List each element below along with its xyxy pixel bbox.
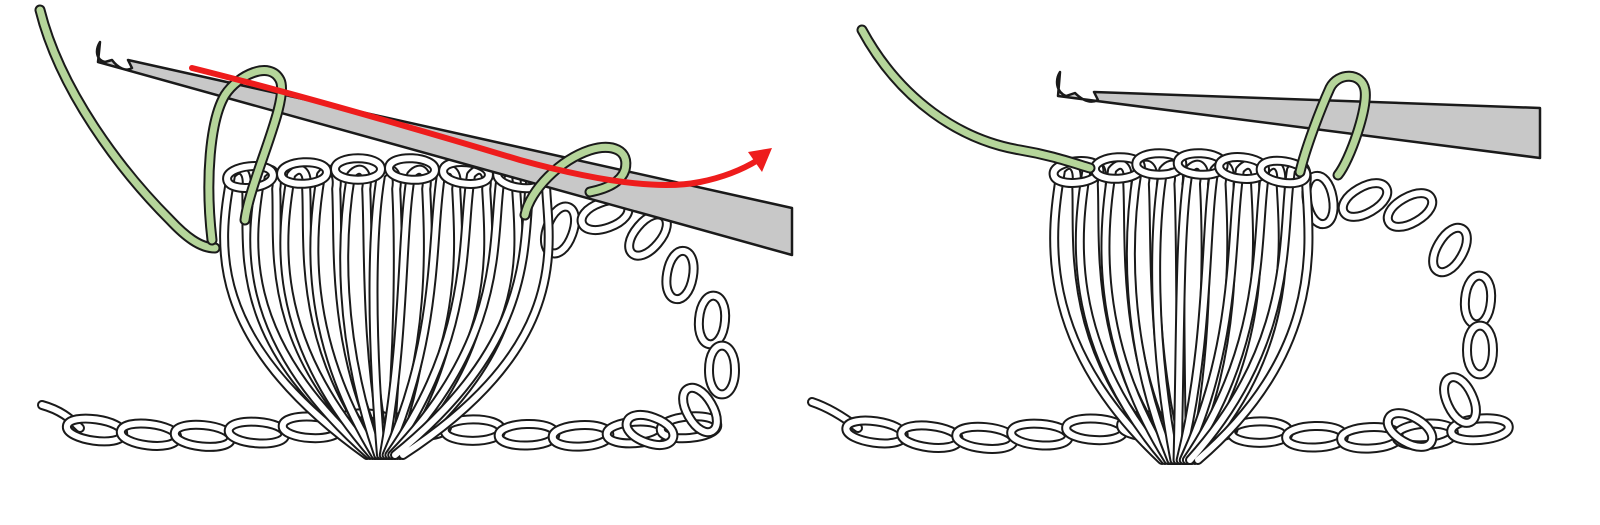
chain-stitch-5-outline-fill: [1063, 415, 1127, 444]
left-puff-top-loop-4: [384, 153, 440, 185]
chain-loop-arch: [1301, 171, 1498, 452]
puff-stitch: [219, 153, 554, 460]
arch-chain-4-outline-fill: [1430, 224, 1470, 276]
left-puff-top-loop-1-outline-fill: [224, 163, 276, 191]
arch-chain-6: [1462, 320, 1498, 380]
crochet-hook: [95, 40, 794, 257]
chain-stitch-10: [547, 420, 615, 452]
left-puff-top-loop-5-outline-fill: [440, 159, 492, 187]
left-puff-top-loop-2: [276, 157, 332, 189]
chain-stitch-9-outline-fill: [1283, 423, 1347, 451]
chain-stitch-5: [1061, 413, 1129, 446]
chain-stitch-4: [223, 416, 291, 449]
arch-chain-5-outline-fill: [1462, 272, 1494, 328]
arch-chain-8-outline-fill: [1384, 410, 1436, 450]
pull-through-arrow: [189, 65, 772, 188]
arch-chain-3: [1382, 188, 1438, 232]
chain-stitch-10-outline-fill: [549, 422, 613, 450]
crochet-hook: [1055, 70, 1542, 160]
chain-stitch-2: [896, 420, 964, 453]
right-puff-top-loop-6-outline-fill: [1257, 157, 1310, 187]
chain-stitch-4-outline-fill: [1008, 420, 1072, 449]
working-yarn: [34, 4, 221, 254]
arch-chain-7: [678, 382, 722, 438]
puff-stitch: [1048, 148, 1314, 465]
left-puff-top-loop-3-outline-fill: [332, 155, 384, 183]
chain-stitch-4-outline-fill: [225, 418, 289, 447]
left-puff-top-loop-4-outline-fill: [386, 155, 438, 183]
left-puff-top-loop-3: [330, 153, 386, 185]
working-yarn: [856, 24, 1096, 174]
arch-chain-6: [704, 340, 740, 400]
arch-chain-5-outline-fill: [696, 292, 728, 348]
left-puff-top-loop-2-outline-fill: [278, 159, 330, 187]
chain-stitch-9-outline-fill: [495, 421, 559, 449]
chain-stitch-1: [61, 413, 129, 447]
chain-stitch-9: [493, 419, 561, 451]
arch-chain-2: [1337, 178, 1393, 222]
panel-step-stitch-completed: [807, 24, 1542, 465]
left-puff-top-loop-5: [438, 157, 494, 189]
chain-stitch-3: [951, 421, 1019, 454]
loop-on-hook: [1294, 70, 1371, 181]
panel-step-pull-through: [34, 4, 794, 460]
chain-stitch-2: [115, 418, 183, 451]
arch-chain-7: [1439, 372, 1481, 428]
arch-chain-6-outline-fill: [706, 342, 738, 398]
arch-chain-5: [1460, 270, 1496, 330]
arch-chain-8: [1382, 408, 1438, 452]
right-puff-top-loop-6: [1255, 155, 1312, 189]
loops-on-hook: [203, 65, 632, 246]
arch-chain-3-outline-fill: [1384, 190, 1436, 230]
arch-chain-4: [1428, 222, 1472, 278]
arch-chain-5: [694, 290, 730, 350]
arch-chain-4: [661, 246, 699, 304]
arch-chain-4-outline-fill: [663, 248, 697, 302]
chain-stitch-1: [841, 415, 909, 449]
arch-chain-6-outline-fill: [1464, 322, 1496, 378]
arch-chain-7-outline-fill: [680, 384, 720, 436]
chain-stitch-3: [169, 419, 237, 452]
chain-stitch-4: [1006, 418, 1074, 451]
chain-stitch-9: [1281, 421, 1349, 453]
arch-chain-2-outline-fill: [1339, 180, 1391, 220]
arch-chain-7-outline-fill: [1441, 374, 1479, 426]
left-puff-top-loop-1: [222, 161, 278, 193]
arch-chain-8-outline-fill: [623, 411, 677, 449]
arch-chain-8: [621, 410, 679, 450]
